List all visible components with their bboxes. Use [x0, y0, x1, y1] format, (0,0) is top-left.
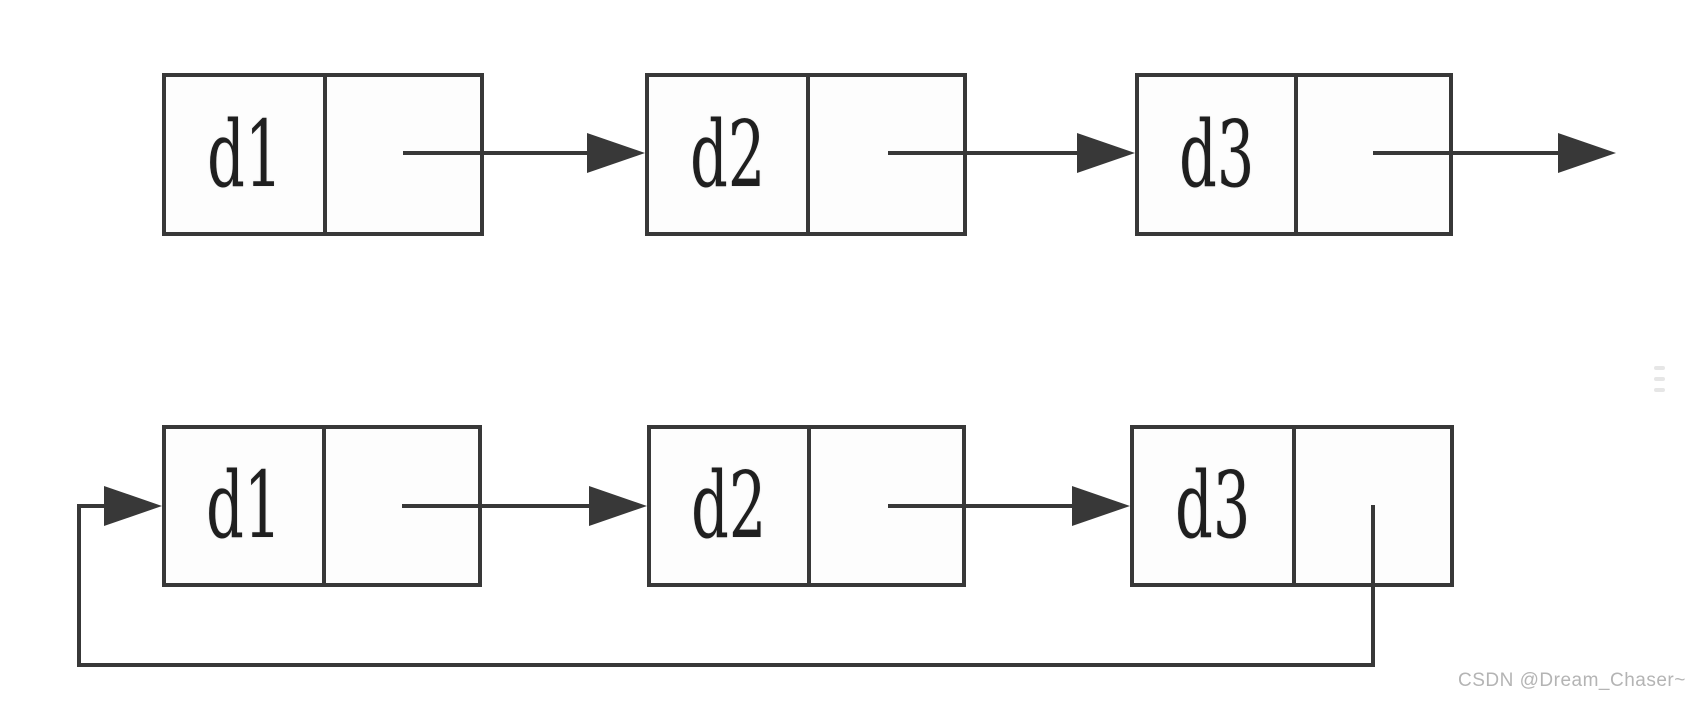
node-label: d3	[1175, 452, 1251, 559]
node-label: d1	[206, 452, 282, 559]
loop-pointer-stub-down	[1371, 505, 1375, 667]
row2-node-3: d3	[1130, 425, 1454, 587]
row2-arrow-1-head-icon	[589, 486, 647, 526]
loop-top-segment	[77, 504, 106, 508]
row1-tail-arrow-head-icon	[1558, 133, 1616, 173]
node-label: d3	[1178, 100, 1255, 208]
loop-arrow-head-icon	[104, 486, 162, 526]
faint-dash-mark	[1654, 377, 1665, 381]
row2-node-2-pointer-cell	[806, 429, 963, 583]
row1-tail-arrow-line	[1373, 151, 1560, 155]
loop-bottom-line	[77, 663, 1375, 667]
row2-arrow-2-head-icon	[1072, 486, 1130, 526]
row1-node-3-pointer-cell	[1294, 77, 1449, 232]
row2-arrow-2-line	[888, 504, 1073, 508]
row2-node-2-data-cell: d2	[651, 429, 807, 583]
watermark: CSDN @Dream_Chaser~	[1458, 670, 1686, 691]
loop-left-line-up	[77, 506, 81, 667]
row2-node-1: d1	[162, 425, 482, 587]
row1-node-3-data-cell: d3	[1139, 77, 1294, 232]
faint-dash-mark	[1654, 388, 1665, 392]
node-label: d2	[689, 100, 766, 208]
faint-dash-mark	[1654, 366, 1665, 370]
row2-node-3-data-cell: d3	[1134, 429, 1292, 583]
row1-arrow-2-line	[888, 151, 1078, 155]
row1-node-1-data-cell: d1	[166, 77, 323, 232]
row1-arrow-1-head-icon	[587, 133, 645, 173]
row1-node-1-pointer-cell	[323, 77, 480, 232]
row1-arrow-2-head-icon	[1077, 133, 1135, 173]
row2-node-3-pointer-cell	[1292, 429, 1450, 583]
row1-node-2-pointer-cell	[806, 77, 963, 232]
row1-node-2-data-cell: d2	[649, 77, 806, 232]
row2-node-1-pointer-cell	[322, 429, 478, 583]
row2-node-1-data-cell: d1	[166, 429, 322, 583]
node-label: d2	[691, 452, 767, 559]
row2-arrow-1-line	[402, 504, 590, 508]
row1-arrow-1-line	[403, 151, 589, 155]
node-label: d1	[206, 100, 283, 208]
